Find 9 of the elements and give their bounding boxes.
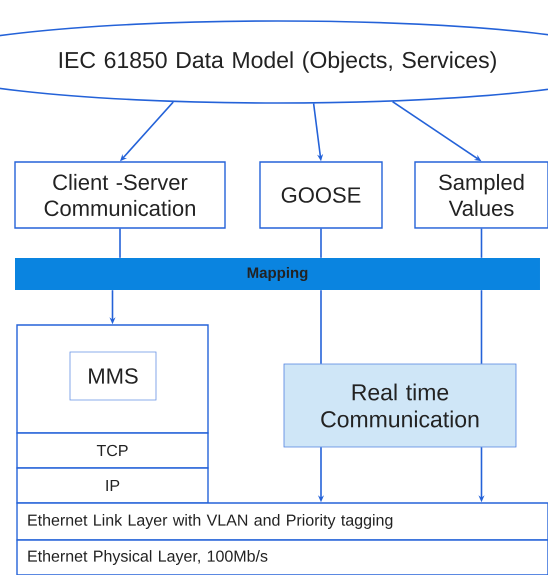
layer-box: Sampled Values <box>414 161 548 229</box>
layer-box: TCP <box>16 432 209 469</box>
layer-box: Ethernet Physical Layer, 100Mb/s <box>16 539 548 575</box>
process-box: Real time Communication <box>284 364 516 448</box>
layer-box: IP <box>16 467 209 504</box>
mapping-bar: Mapping <box>15 258 540 290</box>
layer-box: Client -Server Communication <box>14 161 226 229</box>
protocol-box: MMS <box>70 352 156 400</box>
layer-box: GOOSE <box>259 161 383 229</box>
